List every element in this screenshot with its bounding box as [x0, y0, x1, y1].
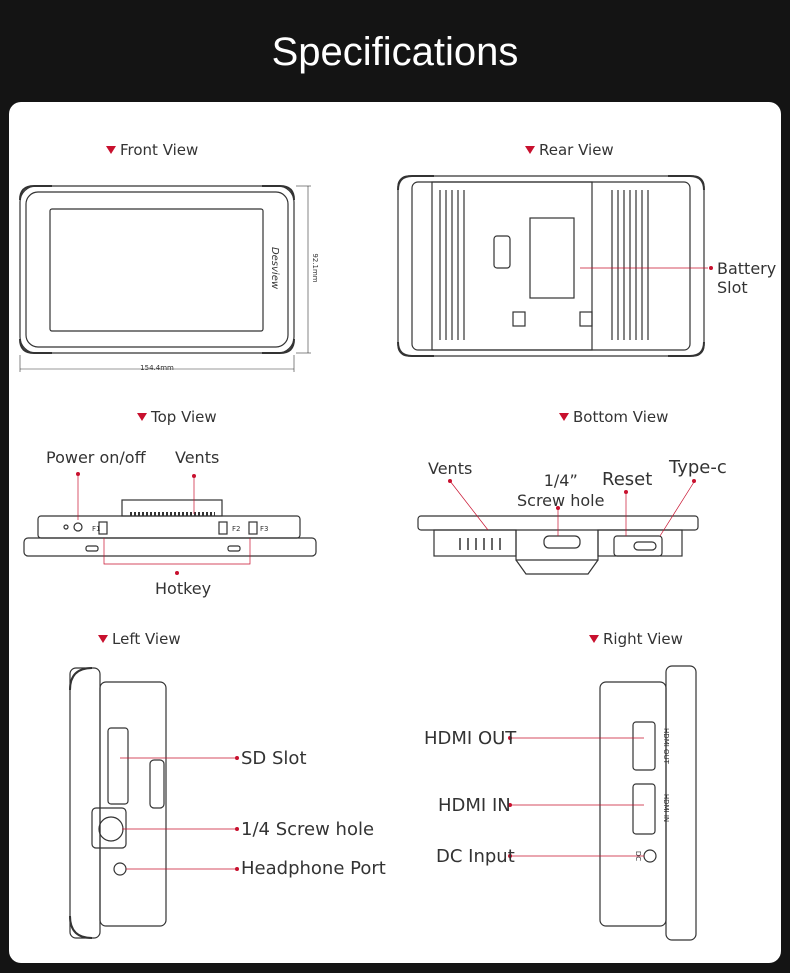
left-headphone-label: Headphone Port — [241, 858, 386, 879]
bottom-screw-hole-label: 1/4” Screw hole — [517, 471, 605, 510]
triangle-down-icon — [525, 145, 535, 154]
rear-view-title: Rear View — [525, 141, 614, 159]
bottom-vents-label: Vents — [428, 459, 473, 478]
rear-battery-slot-label: Battery Slot — [717, 259, 777, 297]
triangle-down-icon — [137, 412, 147, 421]
page-title: Specifications — [271, 30, 519, 74]
bottom-reset-label: Reset — [602, 469, 653, 490]
top-view-title: Top View — [137, 408, 217, 426]
top-power-label: Power on/off — [46, 448, 146, 467]
left-view-title: Left View — [98, 630, 181, 648]
top-vents-label: Vents — [175, 448, 220, 467]
left-sd-slot-label: SD Slot — [241, 748, 307, 769]
bottom-typec-label: Type-c — [669, 457, 727, 478]
bottom-view-title: Bottom View — [559, 408, 668, 426]
triangle-down-icon — [589, 634, 599, 643]
triangle-down-icon — [98, 634, 108, 643]
left-screw-hole-label: 1/4 Screw hole — [241, 819, 375, 840]
triangle-down-icon — [559, 412, 569, 421]
right-hdmi-in-label: HDMI IN — [438, 795, 511, 816]
right-view-title: Right View — [589, 630, 683, 648]
triangle-down-icon — [106, 145, 116, 154]
right-dc-input-label: DC Input — [436, 846, 515, 867]
top-hotkey-label: Hotkey — [155, 579, 212, 598]
spec-card — [9, 102, 781, 963]
right-hdmi-out-label: HDMI OUT — [424, 728, 517, 749]
front-view-title: Front View — [106, 141, 198, 159]
